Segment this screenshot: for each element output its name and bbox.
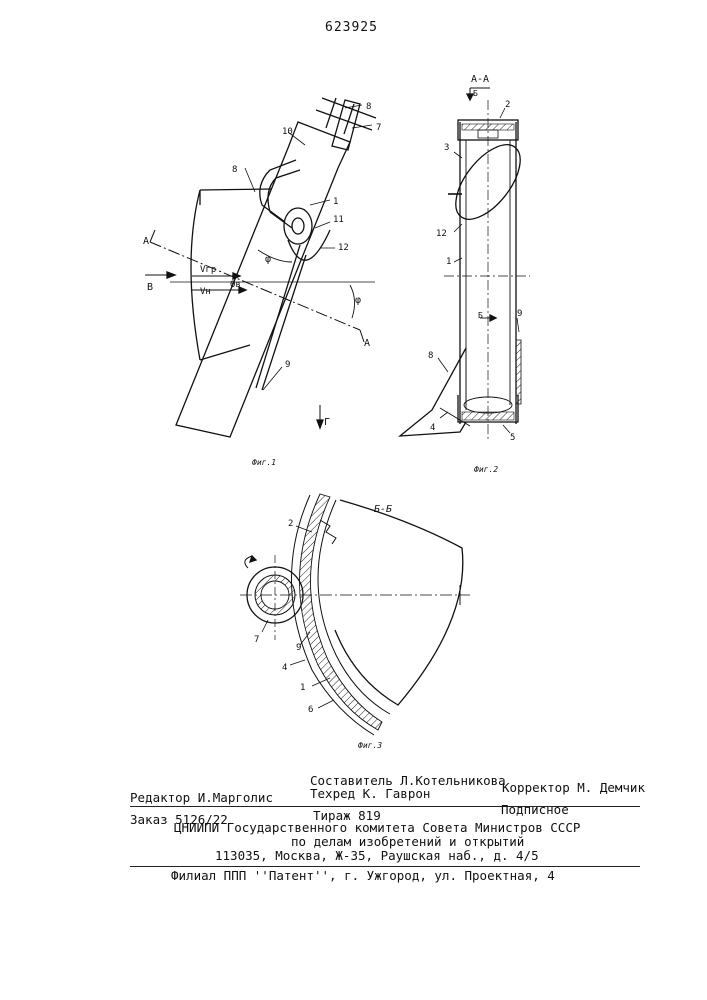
- fig2-label-3: 3: [444, 143, 449, 153]
- technical-drawing: 8 7 10 8 1 11 12 9 А А В Vгр Vн Θв φ φ Г…: [0, 0, 707, 760]
- fig1-label-a-top: А: [143, 236, 149, 247]
- imprint-editor: Редактор И.Марголис: [130, 790, 273, 805]
- fig2-section-title: А-А: [471, 74, 489, 85]
- fig1-label-1: 1: [333, 197, 338, 207]
- fig2-label-12: 12: [436, 229, 447, 239]
- fig1-label-theta: Θв: [230, 280, 241, 290]
- fig1-label-10: 10: [282, 127, 293, 137]
- fig1-label-12: 12: [338, 243, 349, 253]
- fig3-body: [335, 500, 463, 705]
- fig3-label-9: 6: [308, 705, 313, 715]
- fig1-angle-phi: [258, 250, 292, 262]
- fig3-caption: Фиг.3: [358, 741, 382, 750]
- fig1-label-phi-2: φ: [355, 295, 361, 306]
- imprint-address: 113035, Москва, Ж-35, Раушская наб., д. …: [215, 848, 539, 863]
- fig2-label-b-top: Б: [473, 89, 478, 98]
- fig1-label-9: 9: [285, 360, 290, 370]
- fig2-label-1: 1: [446, 257, 451, 267]
- imprint-tech-editor: Техред К. Гаврон: [310, 786, 430, 801]
- fig1-label-vn: Vн: [200, 287, 211, 297]
- fig1-caption: Фиг.1: [252, 458, 276, 467]
- imprint-rule-bottom: [130, 866, 640, 867]
- figure-1: [145, 98, 376, 437]
- fig2-label-2: 2: [505, 100, 510, 110]
- fig3-label-1: 1: [300, 683, 305, 693]
- fig1-label-a-bottom: А: [364, 338, 370, 349]
- fig2-label-4: 4: [430, 423, 435, 433]
- figure-3: [240, 494, 470, 735]
- fig2-label-b-mid: Б: [478, 311, 483, 320]
- imprint-branch: Филиал ППП ''Патент'', г. Ужгород, ул. П…: [171, 868, 555, 883]
- fig1-bracket: [260, 160, 300, 228]
- fig1-label-vep: Vгр: [200, 265, 216, 275]
- fig2-caption: Фиг.2: [474, 465, 498, 474]
- fig2-side-plate: [516, 340, 521, 404]
- imprint-corrector: Корректор М. Демчик: [502, 780, 645, 795]
- fig1-label-8a: 8: [366, 102, 371, 112]
- fig3-label-7: 9: [296, 643, 301, 653]
- fig3-section-title: Б-Б: [374, 504, 392, 515]
- fig3-label-2: 2: [288, 519, 293, 529]
- fig1-clamp: [288, 122, 350, 168]
- fig3-label-6: 7: [254, 635, 259, 645]
- imprint-subscription: Подписное: [501, 802, 569, 817]
- fig2-label-5: 5: [510, 433, 515, 443]
- fig1-label-11: 11: [333, 215, 344, 225]
- fig3-wall: [299, 494, 382, 730]
- fig1-label-8b: 8: [232, 165, 237, 175]
- fig2-label-9: 9: [517, 309, 522, 319]
- fig3-label-4: 4: [282, 663, 287, 673]
- fig1-label-7: 7: [376, 123, 381, 133]
- imprint-org-line2: по делам изобретений и открытий: [291, 834, 524, 849]
- figure-2: [400, 88, 532, 440]
- fig1-label-b: В: [147, 282, 153, 293]
- fig1-label-g: Г: [324, 417, 330, 428]
- fig1-label-phi-1: φ: [265, 254, 271, 265]
- fig2-label-8: 8: [428, 351, 433, 361]
- fig1-section-line: [150, 242, 360, 330]
- imprint-org-line1: ЦНИИПИ Государственного комитета Совета …: [174, 820, 580, 835]
- figure-1-labels: 8 7 10 8 1 11 12 9 А А В Vгр Vн Θв φ φ Г…: [143, 102, 381, 467]
